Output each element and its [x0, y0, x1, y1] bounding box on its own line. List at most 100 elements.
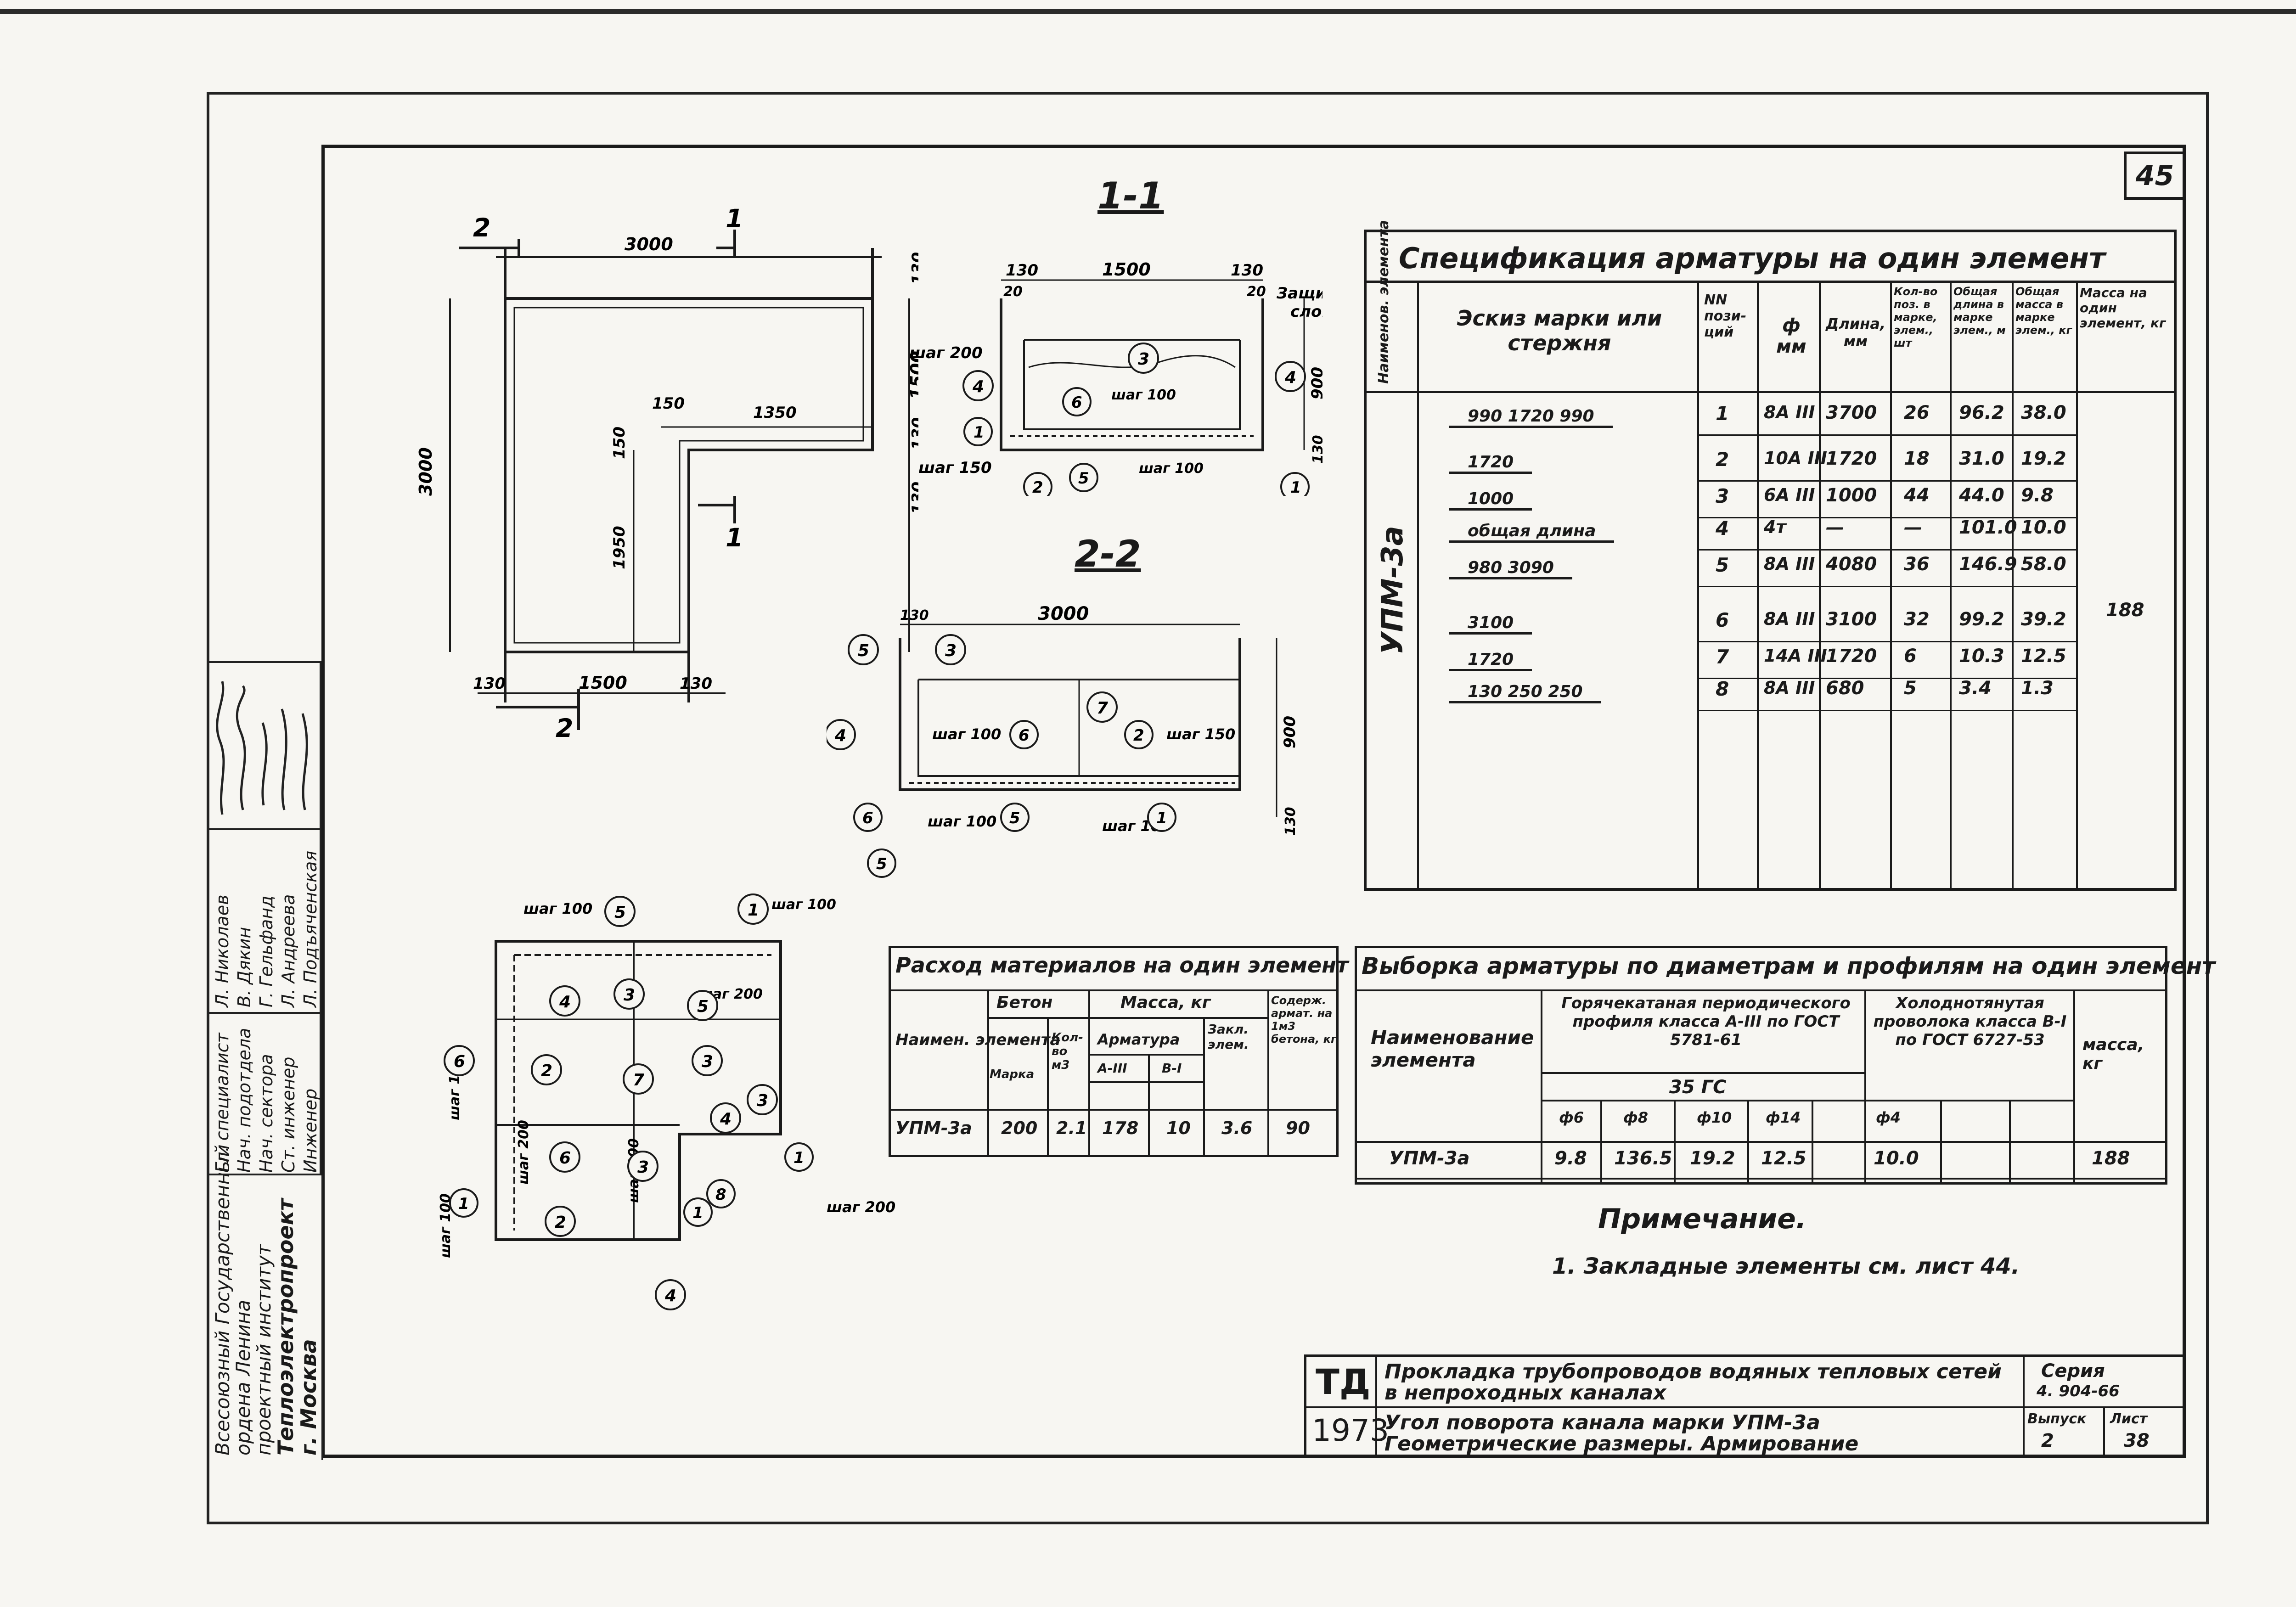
s1-dim-900: 900 [1308, 367, 1322, 399]
selection-d6: ф6 [1559, 1109, 1584, 1126]
svg-text:6: 6 [1019, 726, 1030, 745]
spec-cell-pos: 1 [1716, 402, 1729, 425]
svg-text:6: 6 [1071, 393, 1082, 412]
spec-cell-pos: 8 [1716, 678, 1729, 700]
name-5: Л. Подъяченская [300, 850, 321, 1007]
spec-cell-len: 1720 [1826, 448, 1877, 469]
dim-1500-bottom: 1500 [579, 673, 627, 693]
svg-text:3: 3 [945, 641, 957, 660]
axonometric-view: шаг 100 шаг 100 шаг 200 шаг 100 шаг 200 … [438, 893, 895, 1310]
spec-cell-pos: 3 [1716, 485, 1729, 507]
spec-h-len: Длина, мм [1825, 315, 1886, 350]
spec-cell-qty: 18 [1904, 448, 1930, 469]
spec-cell-tm: 39.2 [2021, 609, 2066, 630]
svg-text:4: 4 [664, 1287, 676, 1305]
spec-cell-dia: 6A III [1764, 485, 1815, 505]
svg-text:6: 6 [454, 1052, 465, 1071]
spec-cell-pos: 7 [1716, 646, 1729, 668]
org-stamp: Всесоюзный Государственный ордена Ленина… [207, 1145, 323, 1460]
svg-text:3: 3 [757, 1091, 768, 1110]
spec-row-sketch: 990 1720 990 [1449, 407, 1613, 428]
dim-1500-right: 1500 [907, 351, 918, 399]
s2-note-1: шаг 100 [932, 725, 1001, 743]
spec-row-divider [1697, 678, 2076, 679]
spec-cell-dia: 8A III [1764, 402, 1815, 422]
materials-h-concrete: Бетон [996, 993, 1053, 1012]
selection-h-name: Наименование элемента [1371, 1026, 1534, 1071]
org-line-5: г. Москва [296, 1339, 321, 1455]
spec-cell-tl: 101.0 [1959, 517, 2017, 538]
materials-h-name: Наимен. элемента [895, 1031, 1061, 1049]
section-1-1: 130 1500 130 20 20 900 130 Защитный слой… [909, 259, 1322, 496]
selection-d10: ф10 [1697, 1109, 1732, 1126]
svg-text:шаг 200: шаг 200 [516, 1120, 532, 1185]
cut-1-top: 1 [726, 204, 743, 233]
spec-title: Спецификация арматуры на один элемент [1399, 242, 2106, 275]
s1-note-4: шаг 100 [1139, 461, 1204, 477]
selection-row-name: УПМ-3а [1389, 1148, 1470, 1169]
svg-text:2: 2 [1133, 726, 1144, 745]
selection-row-mass: 188 [2092, 1148, 2130, 1169]
spec-cell-len: 3100 [1826, 609, 1877, 630]
materials-row-b1: 10 [1166, 1118, 1191, 1138]
spec-cell-tm: 12.5 [2021, 646, 2066, 667]
name-1: Л. Николаев [212, 894, 232, 1007]
selection-row-d8: 136.5 [1614, 1148, 1672, 1169]
spec-cell-qty: 26 [1904, 402, 1930, 423]
s1-protect-2: слой [1290, 303, 1322, 321]
spec-cell-len: — [1826, 517, 1844, 538]
svg-text:4: 4 [1284, 368, 1296, 387]
spec-h-sketch: Эскиз марки или стержня [1457, 306, 1662, 355]
spec-cell-tm: 9.8 [2021, 485, 2054, 506]
dim-150b: 150 [610, 427, 629, 459]
s2-dim-130: 130 [900, 607, 929, 624]
selection-row-d10: 19.2 [1690, 1148, 1735, 1169]
svg-text:3: 3 [624, 986, 635, 1005]
svg-text:5: 5 [876, 855, 887, 873]
svg-text:1: 1 [692, 1204, 703, 1222]
spec-h-pos: NN пози- ций [1704, 292, 1747, 340]
spec-cell-pos: 5 [1716, 554, 1729, 576]
spec-cell-dia: 8A III [1764, 609, 1815, 629]
spec-cell-len: 680 [1826, 678, 1864, 699]
dim-1950: 1950 [610, 526, 629, 569]
svg-text:шаг 100: шаг 100 [771, 897, 836, 913]
materials-row-name: УПМ-3а [895, 1118, 972, 1138]
svg-text:5: 5 [1078, 469, 1089, 488]
spec-cell-tm: 38.0 [2021, 402, 2066, 423]
spec-cell-len: 1720 [1826, 646, 1877, 667]
role-4: Ст. инженер [278, 1056, 298, 1173]
spec-row-divider [1697, 434, 2076, 436]
svg-text:8: 8 [715, 1186, 726, 1204]
svg-text:3: 3 [637, 1158, 649, 1177]
tb-td: ТД [1316, 1361, 1371, 1402]
spec-cell-len: 3700 [1826, 402, 1877, 423]
name-4: Л. Андреева [278, 894, 298, 1007]
svg-text:5: 5 [697, 997, 709, 1016]
materials-row-a3: 178 [1102, 1118, 1139, 1138]
svg-text:6: 6 [862, 809, 873, 827]
spec-cell-tm: 1.3 [2021, 678, 2054, 699]
svg-text:2: 2 [1032, 478, 1043, 496]
tb-series-label: Серия [2041, 1360, 2105, 1382]
spec-cell-tl: 31.0 [1959, 448, 2004, 469]
svg-text:1: 1 [458, 1195, 469, 1213]
tb-line3: Геометрические размеры. Армирование [1384, 1432, 1859, 1455]
spec-cell-tm: 58.0 [2021, 554, 2066, 575]
dim-130-rt: 130 [909, 252, 918, 285]
tb-series: 4. 904-66 [2037, 1382, 2120, 1400]
dim-1350: 1350 [753, 404, 797, 422]
selection-row-d4: 10.0 [1874, 1148, 1919, 1169]
svg-text:4: 4 [834, 726, 846, 745]
selection-table: Выборка арматуры по диаметрам и профилям… [1355, 946, 2215, 1185]
spec-cell-dia: 8A III [1764, 678, 1815, 698]
spec-cell-pos: 4 [1716, 517, 1729, 539]
spec-cell-qty: 32 [1904, 609, 1930, 630]
spec-cell-qty: 44 [1904, 485, 1930, 506]
spec-row-sketch: 1000 [1449, 489, 1532, 511]
spec-row-divider [1697, 517, 2076, 518]
spec-h-dia: ф мм [1776, 315, 1806, 357]
svg-text:шаг 100: шаг 100 [523, 900, 592, 917]
title-block: ТД 1973 Прокладка трубопроводов водяных … [1304, 1354, 2186, 1458]
svg-text:1: 1 [974, 423, 985, 442]
